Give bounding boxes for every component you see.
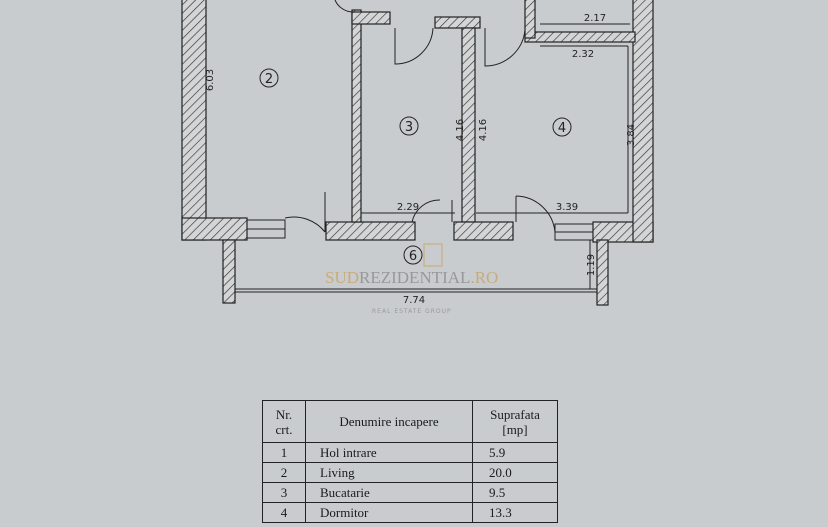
cell-nr: 4 (262, 502, 306, 523)
svg-text:SUDREZIDENTIAL.RO: SUDREZIDENTIAL.RO (325, 268, 498, 287)
watermark: SUDREZIDENTIAL.RO REAL ESTATE GROUP (325, 243, 498, 315)
cell-nr: 3 (262, 482, 306, 503)
cell-area: 13.3 (472, 502, 558, 523)
dim-top-right-b: 2.32 (572, 49, 594, 60)
dim-balcony-width: 7.74 (403, 295, 425, 306)
cell-name: Dormitor (305, 502, 473, 523)
room-area-table: Nr. crt. Denumire incapere Suprafata [mp… (262, 400, 558, 523)
watermark-brand-mid: REZIDENTIAL (359, 268, 470, 287)
room-label-6: 6 (409, 249, 417, 264)
watermark-logo-icon (423, 243, 443, 267)
dim-bedroom-left-height: 4.16 (478, 119, 489, 141)
windows-doors (205, 0, 630, 293)
dim-living-height: 6.03 (205, 69, 216, 91)
cell-nr: 1 (262, 442, 306, 463)
dim-kitchen-height: 4.16 (455, 119, 466, 141)
room-labels: 2 3 4 6 (265, 72, 566, 264)
cell-area: 20.0 (472, 462, 558, 483)
cell-area: 5.9 (472, 442, 558, 463)
room-label-2: 2 (265, 72, 273, 87)
room-label-3: 3 (405, 120, 413, 135)
room-label-4: 4 (558, 121, 566, 136)
cell-area: 9.5 (472, 482, 558, 503)
watermark-brand-left: SUD (325, 268, 359, 287)
header-nr: Nr. crt. (262, 400, 306, 443)
walls (181, 0, 654, 306)
cell-name: Living (305, 462, 473, 483)
dim-bedroom-width: 3.39 (556, 202, 578, 213)
watermark-brand-right: .RO (470, 268, 498, 287)
header-area: Suprafata [mp] (472, 400, 558, 443)
dim-balcony-depth: 1.19 (586, 254, 597, 276)
cell-name: Hol intrare (305, 442, 473, 463)
header-name: Denumire incapere (305, 400, 473, 443)
dim-kitchen-width: 2.29 (397, 202, 419, 213)
dim-bedroom-height: 3.84 (626, 124, 637, 146)
cell-nr: 2 (262, 462, 306, 483)
watermark-tagline: REAL ESTATE GROUP (372, 308, 452, 315)
dim-top-right-a: 2.17 (584, 13, 606, 24)
table-header-row: Nr. crt. Denumire incapere Suprafata [mp… (262, 400, 558, 443)
cell-name: Bucatarie (305, 482, 473, 503)
dimension-labels: 6.03 4.16 4.16 3.84 2.17 2.32 2.29 3.39 … (205, 13, 637, 306)
